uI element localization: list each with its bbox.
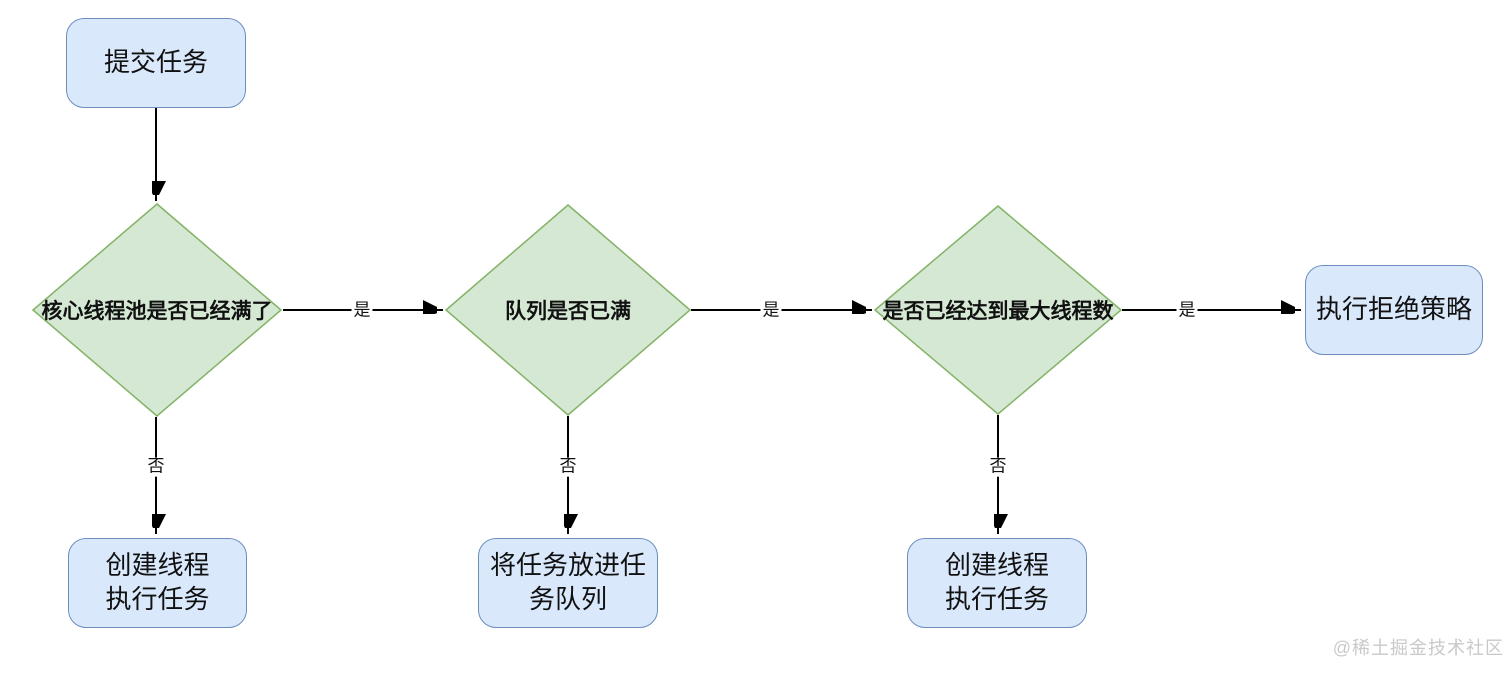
- node-create-thread-2-label: 创建线程 执行任务: [944, 550, 1049, 614]
- decision-queue-full-shape: [444, 204, 692, 416]
- node-reject-policy-label: 执行拒绝策略: [1315, 294, 1472, 325]
- node-reject-policy: 执行拒绝策略: [1305, 265, 1483, 355]
- watermark-text: @稀土掘金技术社区: [1332, 638, 1504, 658]
- decision-max-threads-shape: [873, 205, 1123, 415]
- edge-label-no-2: 否: [557, 456, 579, 477]
- node-create-thread-1-label: 创建线程 执行任务: [105, 550, 210, 614]
- edge-label-yes-1: 是: [351, 300, 373, 321]
- edge-label-yes-3: 是: [1176, 300, 1198, 321]
- node-create-thread-1: 创建线程 执行任务: [68, 538, 247, 628]
- node-enqueue-task: 将任务放进任 务队列: [478, 538, 658, 628]
- node-submit-task-label: 提交任务: [103, 47, 208, 78]
- node-create-thread-2: 创建线程 执行任务: [907, 538, 1087, 628]
- edge-label-yes-2: 是: [760, 300, 782, 321]
- edge-label-no-3: 否: [987, 456, 1009, 477]
- decision-core-pool-full-shape: [31, 203, 283, 417]
- node-enqueue-task-label: 将任务放进任 务队列: [489, 550, 646, 614]
- node-submit-task: 提交任务: [66, 18, 246, 108]
- edge-label-no-1: 否: [145, 456, 167, 477]
